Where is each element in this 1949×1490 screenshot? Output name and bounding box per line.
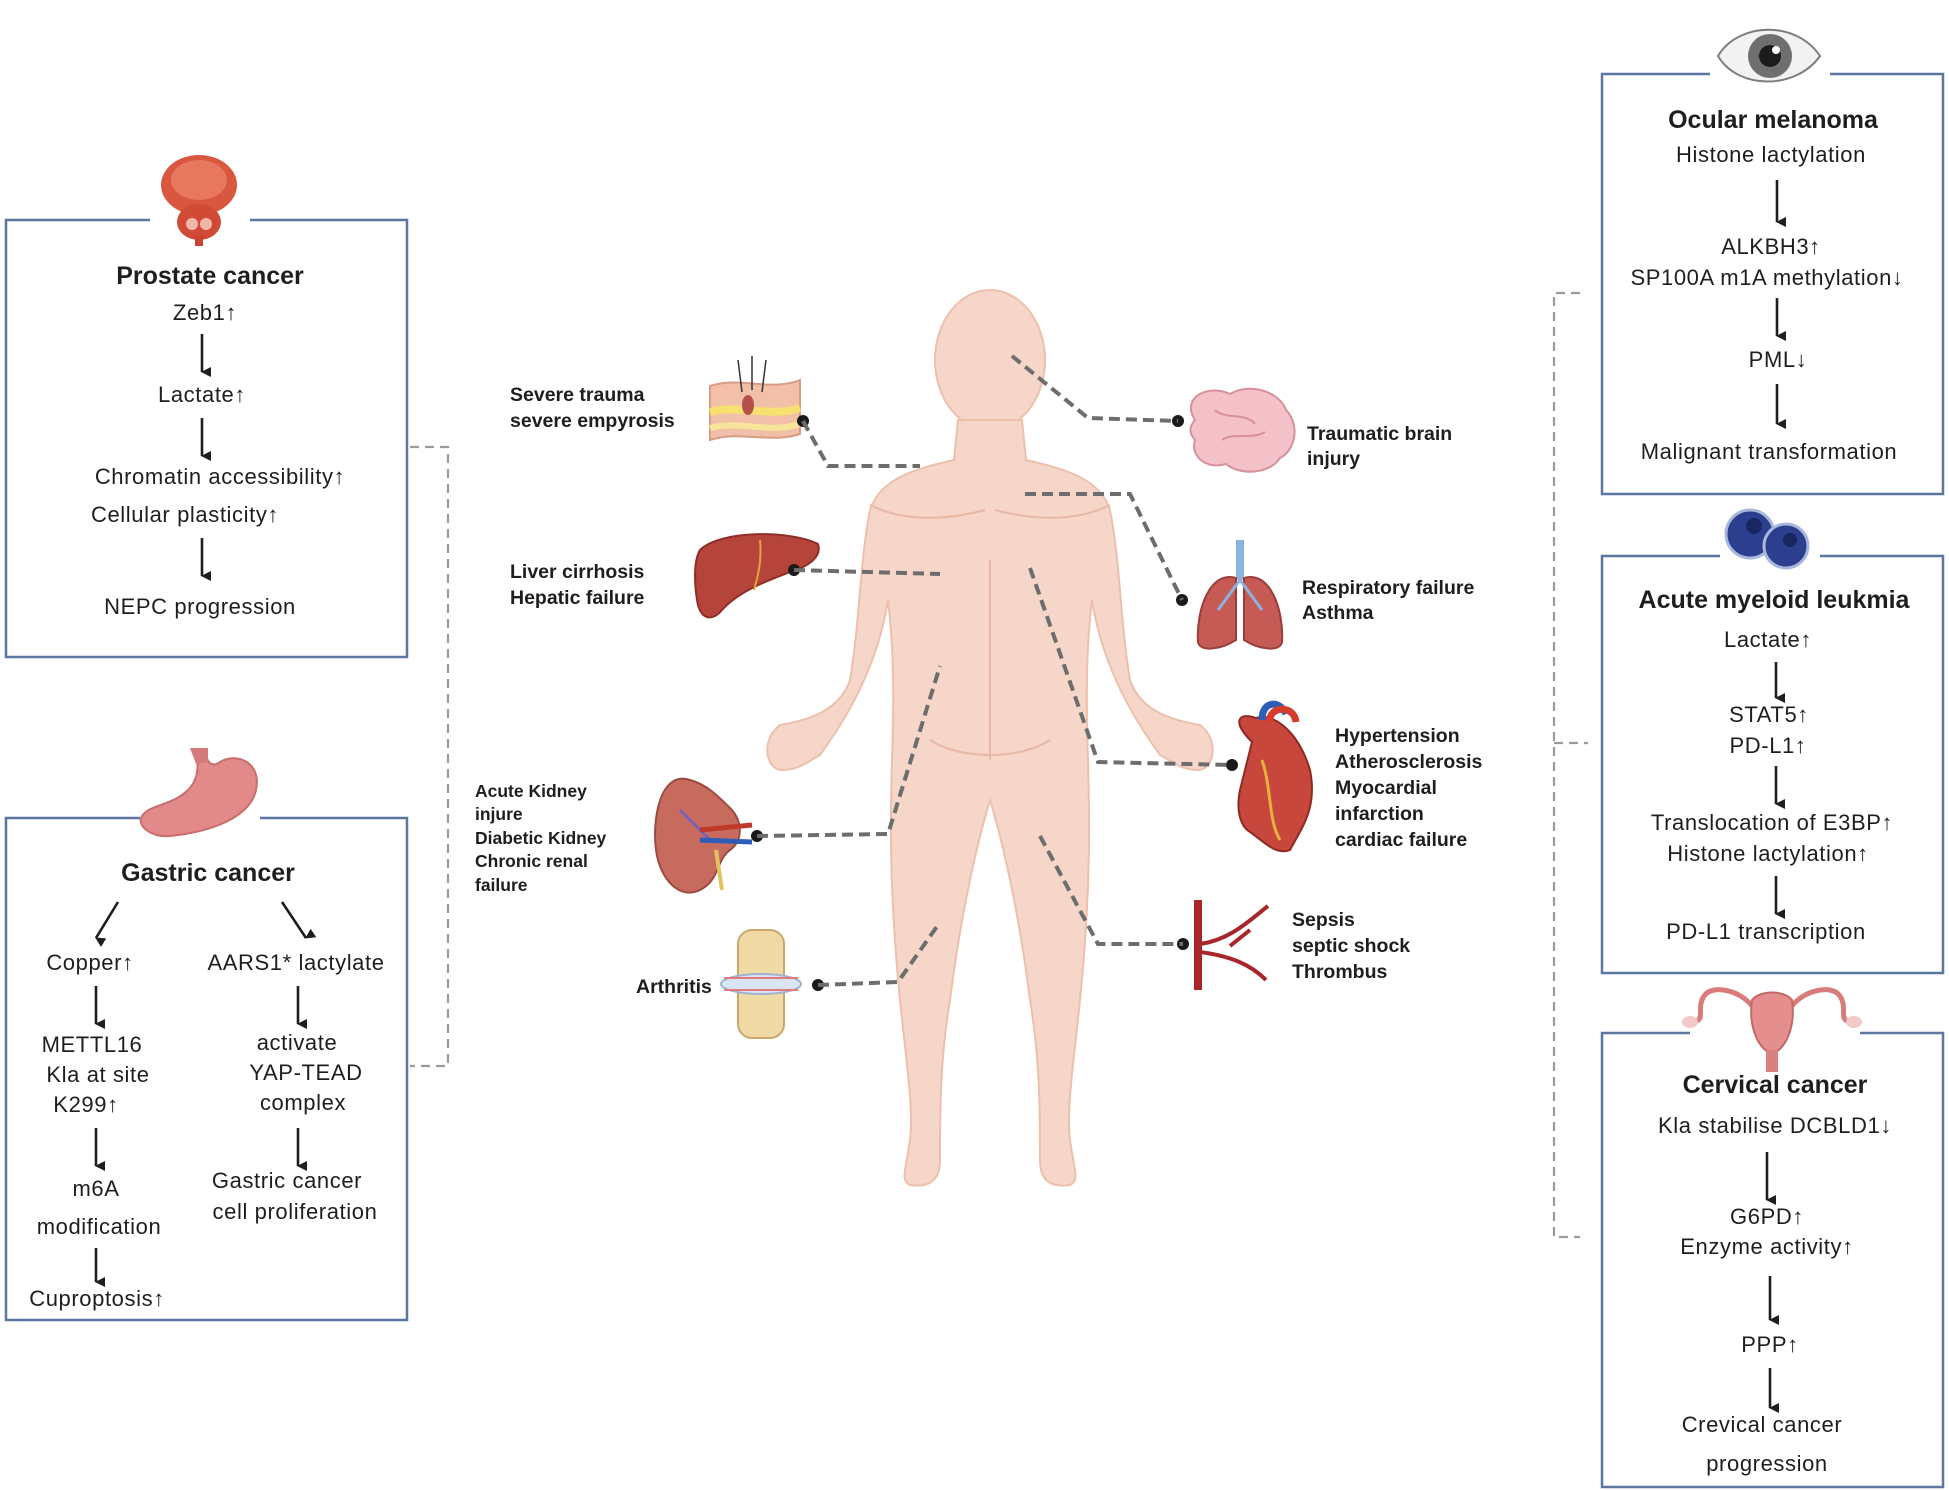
- cervical-step-progression: progression: [1706, 1451, 1828, 1476]
- ocular-step-sp100a: SP100A m1A methylation↓: [1630, 265, 1903, 290]
- gastric-left-cuproptosis: Cuproptosis↑: [29, 1286, 165, 1311]
- cervical-step-g6pd: G6PD↑: [1730, 1204, 1804, 1229]
- joint-icon: [720, 929, 802, 1039]
- connector-kidney: [756, 665, 942, 838]
- aml-step-pdl1: PD-L1↑: [1730, 733, 1807, 758]
- prostate-step-zeb1: Zeb1↑: [173, 300, 237, 325]
- label-severe-trauma: Severe trauma: [510, 384, 645, 406]
- blood-vessel-icon: [1194, 900, 1270, 990]
- right-bracket-connector: [1552, 291, 1580, 1239]
- aml-box: [1600, 554, 1945, 975]
- prostate-step-nepc: NEPC progression: [104, 594, 296, 619]
- label-injury: injury: [1307, 448, 1360, 470]
- prostate-step-plasticity: Cellular plasticity↑: [91, 502, 279, 527]
- liver-icon: [694, 533, 820, 619]
- body-head: [934, 289, 1046, 431]
- label-arthritis: Arthritis: [636, 976, 712, 998]
- connector-brain: [1010, 354, 1179, 423]
- label-traumatic-brain: Traumatic brain: [1307, 423, 1452, 445]
- brain-icon: [1189, 387, 1296, 473]
- ocular-step-malignant: Malignant transformation: [1641, 439, 1898, 464]
- cervical-step-kla: Kla stabilise DCBLD1↓: [1658, 1113, 1892, 1138]
- label-thrombus: Thrombus: [1292, 961, 1387, 983]
- gastric-left-mettl16: METTL16: [42, 1032, 143, 1057]
- label-injure: injure: [475, 804, 523, 824]
- connector-skin: [801, 420, 920, 468]
- eye-icon: [1716, 28, 1822, 83]
- label-hypertension: Hypertension: [1335, 725, 1460, 747]
- stomach-icon: [139, 748, 258, 838]
- gastric-right-gastric-cancer: Gastric cancer: [212, 1168, 362, 1193]
- heart-icon: [1237, 700, 1313, 853]
- aml-title: Acute myeloid leukmia: [1639, 586, 1911, 614]
- label-severe-empyrosis: severe empyrosis: [510, 410, 675, 432]
- prostate-cancer-panel: Prostate cancer Zeb1↑ Lactate↑ Chromatin…: [4, 155, 409, 659]
- gastric-left-copper: Copper↑: [46, 950, 133, 975]
- connector-heart: [1028, 567, 1233, 767]
- gastric-right-proliferation: cell proliferation: [213, 1199, 378, 1224]
- ocular-step-alkbh3: ALKBH3↑: [1721, 234, 1821, 259]
- blood-cells-icon: [1724, 508, 1810, 570]
- aml-step-histone: Histone lactylation↑: [1667, 841, 1869, 866]
- gastric-right-complex: complex: [260, 1090, 346, 1115]
- gastric-left-kla-site: Kla at site: [46, 1062, 149, 1087]
- label-failure: failure: [475, 875, 528, 895]
- lungs-icon: [1196, 540, 1284, 650]
- label-myocardial: Myocardial: [1335, 777, 1437, 799]
- label-hepatic-failure: Hepatic failure: [510, 587, 645, 609]
- left-bracket-connector: [410, 445, 450, 1068]
- connector-vessel: [1038, 835, 1183, 946]
- connector-joint: [817, 923, 940, 987]
- cervical-step-crevical: Crevical cancer: [1682, 1412, 1843, 1437]
- label-atherosclerosis: Atherosclerosis: [1335, 751, 1483, 773]
- ocular-step-pml: PML↓: [1749, 347, 1808, 372]
- label-chronic-renal: Chronic renal: [475, 851, 588, 871]
- label-diabetic-kidney: Diabetic Kidney: [475, 828, 607, 848]
- cervical-step-enzyme: Enzyme activity↑: [1680, 1234, 1853, 1259]
- ocular-title: Ocular melanoma: [1668, 106, 1879, 134]
- gastric-right-aars1: AARS1* lactylate: [207, 950, 384, 975]
- uterus-icon: [1682, 987, 1862, 1072]
- body-torso-limbs: [766, 419, 1214, 1187]
- gastric-right-activate: activate: [257, 1030, 338, 1055]
- kidney-icon: [654, 777, 753, 894]
- gastric-left-modification: modification: [37, 1214, 162, 1239]
- label-septic-shock: septic shock: [1292, 935, 1410, 957]
- prostate-icon: [161, 155, 237, 246]
- aml-panel: Acute myeloid leukmia Lactate↑ STAT5↑ PD…: [1600, 508, 1945, 975]
- gastric-title: Gastric cancer: [121, 859, 295, 887]
- label-acute-kidney: Acute Kidney: [475, 781, 587, 801]
- gastric-left-m6a: m6A: [72, 1176, 119, 1201]
- aml-step-e3bp: Translocation of E3BP↑: [1651, 810, 1893, 835]
- prostate-step-chromatin: Chromatin accessibility↑: [95, 464, 345, 489]
- prostate-step-lactate: Lactate↑: [158, 382, 246, 407]
- label-respiratory-failure: Respiratory failure: [1302, 577, 1474, 599]
- prostate-title: Prostate cancer: [116, 262, 304, 290]
- ocular-melanoma-panel: Ocular melanoma Histone lactylation ALKB…: [1600, 28, 1945, 496]
- gastric-box: [4, 816, 409, 1322]
- gastric-right-yap-tead: YAP-TEAD: [249, 1060, 362, 1085]
- cervical-step-ppp: PPP↑: [1741, 1332, 1798, 1357]
- prostate-box: [4, 218, 409, 659]
- label-cardiac-failure: cardiac failure: [1335, 829, 1467, 851]
- cervical-cancer-panel: Cervical cancer Kla stabilise DCBLD1↓ G6…: [1600, 987, 1945, 1489]
- skin-icon: [708, 356, 802, 442]
- label-asthma: Asthma: [1302, 602, 1374, 624]
- label-sepsis: Sepsis: [1292, 909, 1355, 931]
- aml-step-pdl1-transcription: PD-L1 transcription: [1666, 919, 1866, 944]
- aml-step-stat5: STAT5↑: [1729, 702, 1809, 727]
- connector-liver: [793, 568, 941, 576]
- ocular-box: [1600, 72, 1945, 496]
- gastric-cancer-panel: Gastric cancer Copper↑ AARS1* lactylate …: [4, 748, 409, 1322]
- connector-lungs: [1025, 492, 1184, 601]
- ocular-step-histone: Histone lactylation: [1676, 142, 1866, 167]
- label-liver-cirrhosis: Liver cirrhosis: [510, 561, 645, 583]
- cervical-title: Cervical cancer: [1683, 1071, 1868, 1099]
- gastric-left-k299: K299↑: [53, 1092, 118, 1117]
- aml-step-lactate: Lactate↑: [1724, 627, 1812, 652]
- label-infarction: infarction: [1335, 803, 1424, 825]
- human-body-figure: [766, 289, 1214, 1187]
